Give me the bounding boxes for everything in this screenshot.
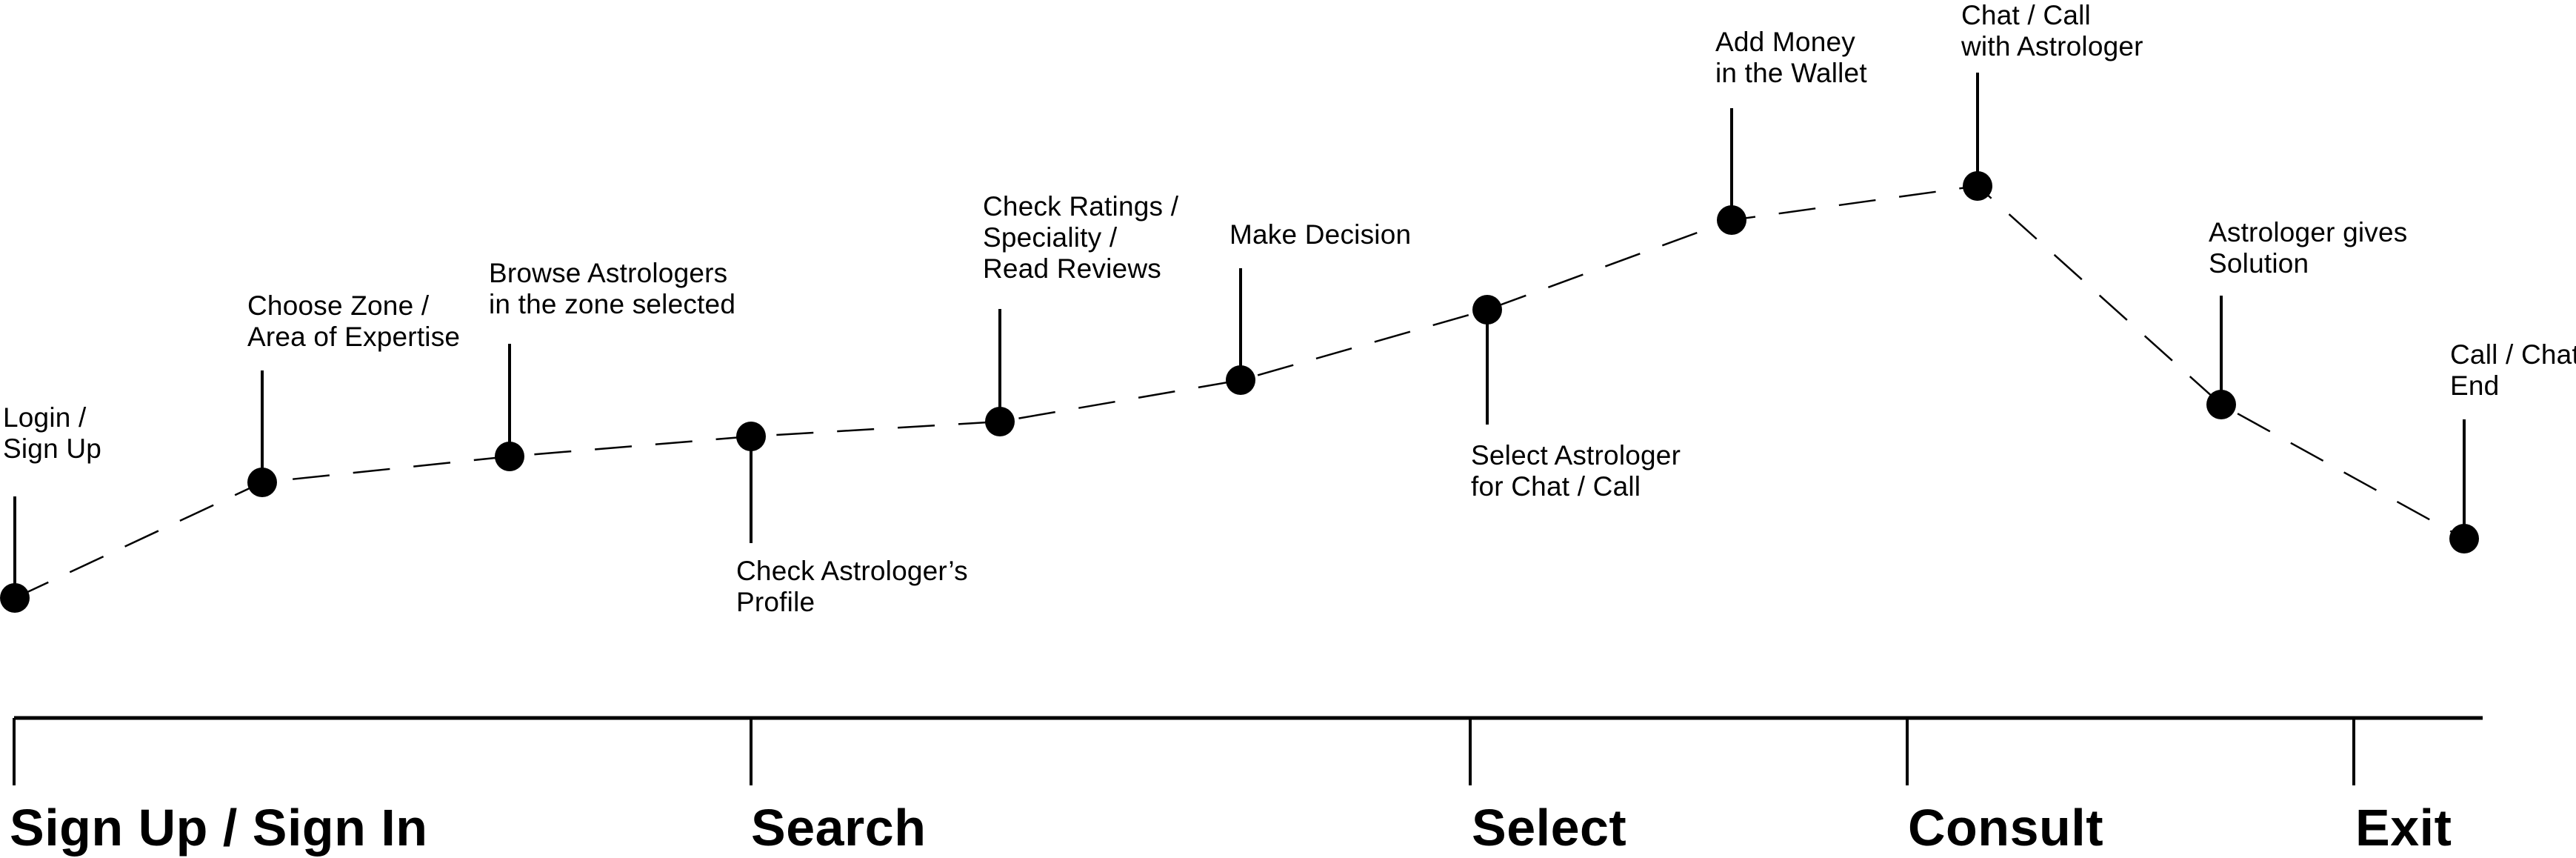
milestone-label-line: End — [2450, 370, 2500, 401]
milestone-label-call-chat-end: Call / Chat End — [2450, 339, 2576, 402]
milestone-label-check-ratings: Check Ratings / Speciality / Read Review… — [983, 191, 1178, 285]
phase-label-search: Search — [751, 799, 927, 857]
milestone-dot-choose-zone — [247, 468, 277, 497]
milestone-dot-call-chat-end — [2449, 524, 2479, 553]
milestone-label-line: Choose Zone / — [247, 290, 430, 321]
milestone-label-line: Make Decision — [1229, 219, 1412, 250]
milestone-label-line: Read Reviews — [983, 253, 1161, 284]
milestone-dot-add-money — [1717, 205, 1746, 235]
milestone-label-line: for Chat / Call — [1471, 471, 1641, 502]
milestone-label-login-sign-up: Login / Sign Up — [3, 402, 101, 465]
milestone-label-line: Speciality / — [983, 222, 1118, 253]
milestone-dot-select-astrologer — [1472, 295, 1502, 325]
milestone-label-line: Check Astrologer’s — [736, 556, 968, 586]
phase-label-select: Select — [1472, 799, 1627, 857]
phase-label-exit: Exit — [2355, 799, 2452, 857]
milestone-dot-astrologer-gives-solution — [2206, 390, 2236, 419]
milestone-label-chat-call-with-astrologer: Chat / Call with Astrologer — [1961, 0, 2143, 62]
milestone-label-select-astrologer: Select Astrologer for Chat / Call — [1471, 440, 1681, 502]
milestone-label-line: Chat / Call — [1961, 0, 2091, 30]
milestone-label-line: Area of Expertise — [247, 322, 461, 352]
milestone-label-line: Call / Chat — [2450, 339, 2576, 370]
milestone-dot-login-sign-up — [0, 583, 30, 613]
milestone-label-line: Add Money — [1715, 27, 1855, 57]
milestone-label-line: Solution — [2209, 248, 2309, 279]
journey-dashed-line — [14, 184, 2465, 599]
milestone-label-astrologer-gives-solution: Astrologer gives Solution — [2209, 217, 2408, 279]
milestone-label-line: Browse Astrologers — [489, 258, 728, 288]
milestone-label-line: Select Astrologer — [1471, 440, 1681, 470]
milestone-label-line: Astrologer gives — [2209, 217, 2408, 247]
milestone-label-check-astrologer-profile: Check Astrologer’s Profile — [736, 556, 968, 618]
milestone-dot-check-astrologer-profile — [736, 422, 766, 451]
milestone-label-line: Check Ratings / — [983, 191, 1179, 222]
milestone-label-line: Login / — [3, 402, 87, 433]
milestone-label-line: Sign Up — [3, 433, 102, 464]
milestone-label-add-money: Add Money in the Wallet — [1715, 27, 1867, 89]
milestone-label-make-decision: Make Decision — [1229, 219, 1411, 250]
milestone-label-line: Profile — [736, 587, 815, 617]
milestone-dot-make-decision — [1226, 365, 1255, 395]
milestone-dot-check-ratings — [985, 407, 1015, 436]
milestone-label-choose-zone: Choose Zone / Area of Expertise — [247, 290, 460, 353]
milestone-label-browse-astrologers: Browse Astrologers in the zone selected — [489, 258, 735, 320]
milestone-label-line: in the zone selected — [489, 289, 736, 319]
phase-label-sign-up-sign-in: Sign Up / Sign In — [10, 799, 428, 857]
milestone-label-line: in the Wallet — [1715, 58, 1867, 88]
milestone-label-line: with Astrologer — [1961, 31, 2143, 61]
phase-label-consult: Consult — [1908, 799, 2104, 857]
milestone-dot-chat-call-with-astrologer — [1963, 171, 1992, 201]
milestone-dot-browse-astrologers — [495, 442, 524, 471]
